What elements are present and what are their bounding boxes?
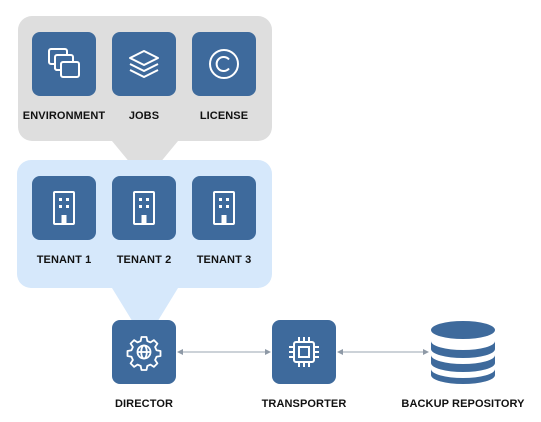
building-icon: [213, 191, 235, 225]
jobs-label: JOBS: [128, 110, 160, 122]
gear-globe-icon: [126, 336, 162, 371]
tenant-1-tile: [32, 176, 96, 240]
license-label: LICENSE: [199, 110, 249, 122]
transporter-label: TRANSPORTER: [261, 398, 347, 410]
tenant-1-label: TENANT 1: [36, 254, 92, 266]
building-icon: [53, 191, 75, 225]
tenant-2-tile: [112, 176, 176, 240]
copyright-icon: [209, 49, 239, 79]
director-transporter-connector: [177, 349, 271, 355]
chip-icon: [289, 337, 319, 367]
transporter-repository-connector: [337, 349, 429, 355]
tenant-3-tile: [192, 176, 256, 240]
windows-stack-icon: [48, 48, 80, 78]
director-tile: [112, 320, 176, 384]
director-label: DIRECTOR: [114, 398, 174, 410]
tenant-2-label: TENANT 2: [116, 254, 172, 266]
database-icon: [431, 321, 495, 384]
license-tile: [192, 32, 256, 96]
tenant-3-label: TENANT 3: [196, 254, 252, 266]
layers-icon: [129, 50, 159, 78]
jobs-tile: [112, 32, 176, 96]
environment-tile: [32, 32, 96, 96]
transporter-tile: [272, 320, 336, 384]
environment-label: ENVIRONMENT: [22, 110, 106, 122]
building-icon: [133, 191, 155, 225]
backup-repository-label: BACKUP REPOSITORY: [401, 398, 525, 410]
